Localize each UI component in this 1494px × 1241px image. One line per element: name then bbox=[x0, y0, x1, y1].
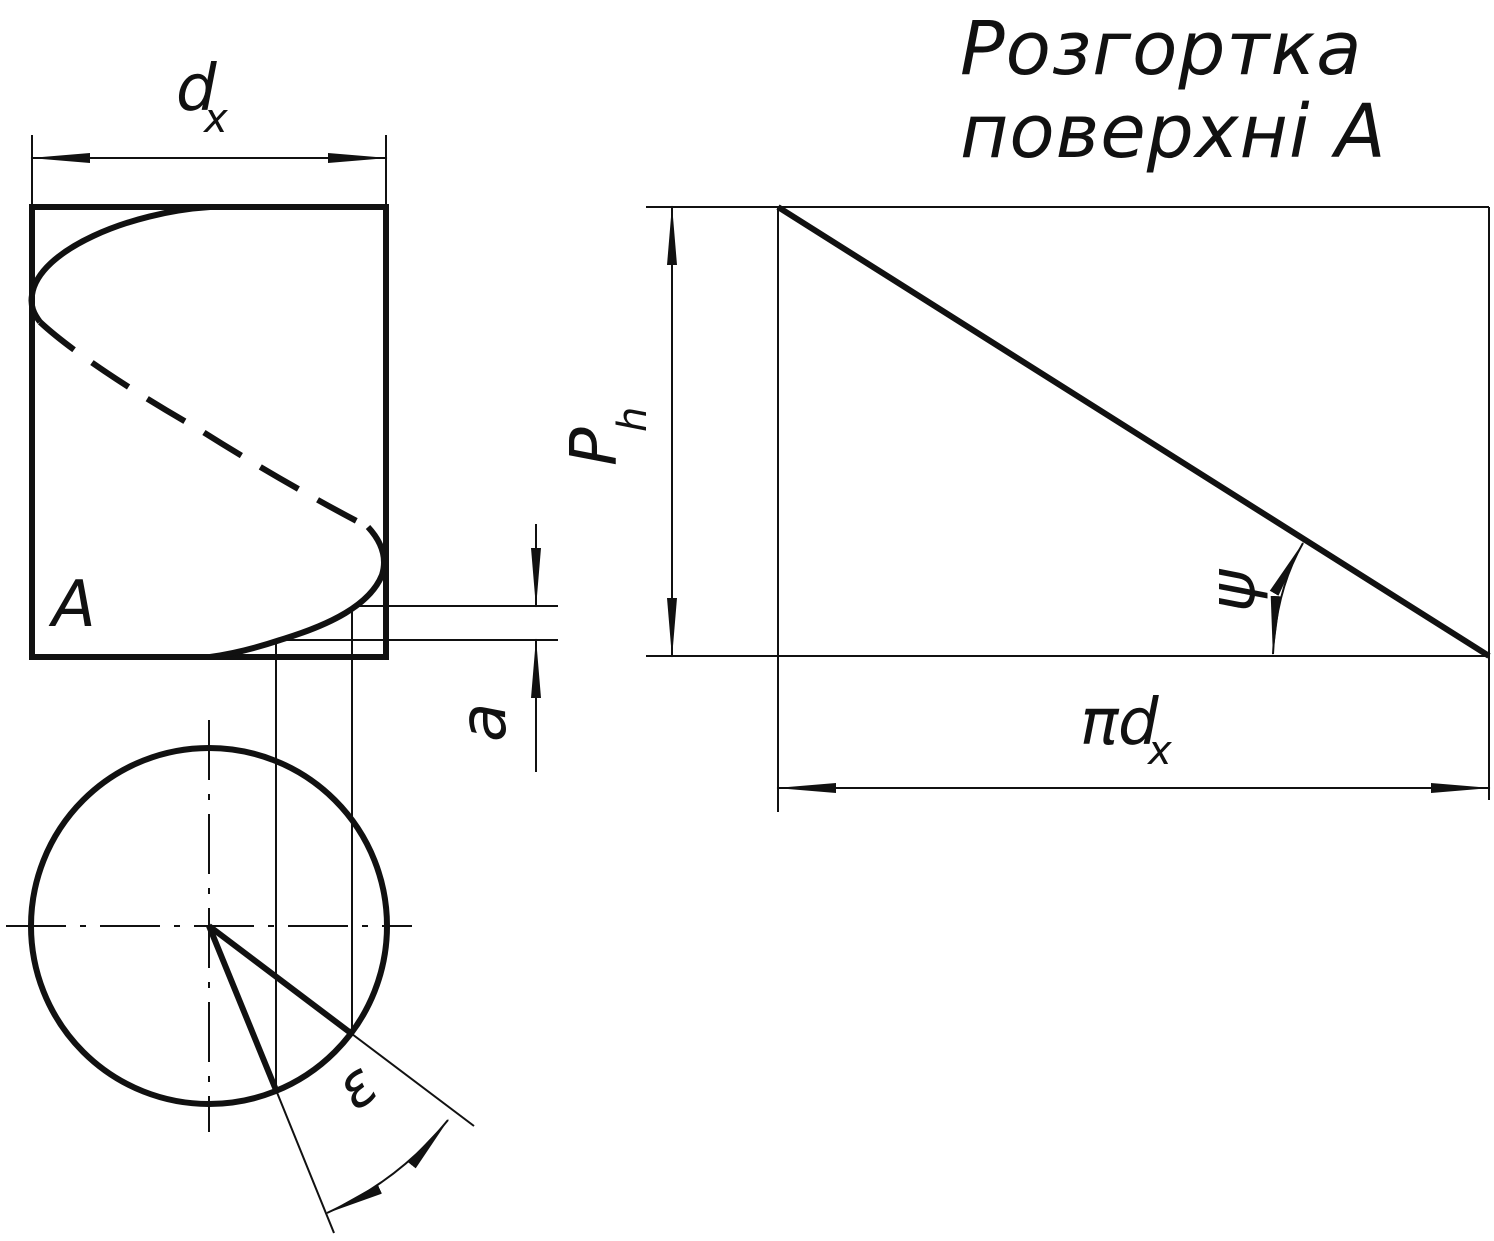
helix-hidden-segment bbox=[37, 319, 370, 530]
helix-angle-label: ψ bbox=[1196, 568, 1270, 612]
length-pi-label: π bbox=[1080, 686, 1120, 760]
diameter-label: d bbox=[176, 52, 217, 126]
offset-label: a bbox=[447, 703, 521, 742]
length-label: d bbox=[1118, 686, 1159, 760]
epsilon-label: ε bbox=[323, 1049, 391, 1124]
helix-visible-upper bbox=[28, 204, 211, 324]
title-line-1: Розгортка bbox=[960, 6, 1363, 92]
pitch-subscript: h bbox=[610, 407, 656, 432]
cylinder-top-view: ε bbox=[6, 720, 475, 1234]
projection-lines bbox=[275, 606, 353, 1090]
length-subscript: x bbox=[1146, 728, 1172, 774]
cylinder-side-view: A bbox=[28, 204, 389, 660]
helix-angle-arc bbox=[1269, 541, 1304, 656]
helix-development-line bbox=[776, 204, 1491, 659]
surface-development: Розгортка поверхні А P h ψ π d x bbox=[558, 6, 1491, 812]
title-line-2: поверхні А bbox=[960, 89, 1387, 175]
diameter-subscript: x bbox=[202, 96, 228, 142]
diameter-dimension: d x bbox=[30, 52, 388, 207]
extension-line-2 bbox=[275, 1089, 335, 1234]
epsilon-dimension-arc bbox=[325, 1118, 450, 1214]
extension-line-1 bbox=[351, 1033, 475, 1127]
surface-label: A bbox=[48, 568, 96, 642]
helix-visible-lower bbox=[209, 524, 388, 660]
radius-line-1 bbox=[207, 923, 354, 1037]
offset-dimension: a bbox=[276, 524, 558, 772]
pitch-label: P bbox=[558, 427, 632, 466]
radius-line-2 bbox=[206, 924, 279, 1092]
